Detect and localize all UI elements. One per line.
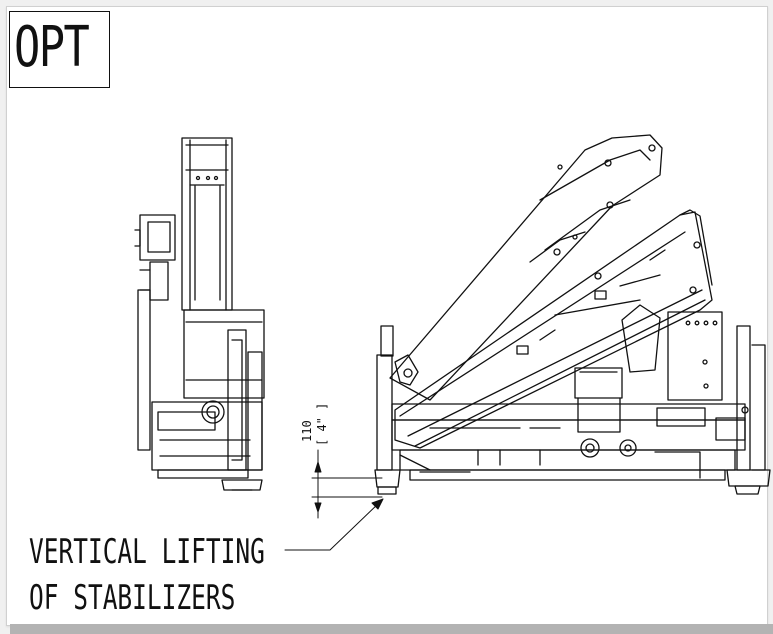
side-view	[374, 134, 771, 495]
drawing-sheet	[6, 6, 768, 626]
bottom-scrollbar[interactable]	[10, 624, 773, 634]
annotation-leader	[284, 498, 384, 551]
annotation-line-2: OF STABILIZERS	[29, 578, 236, 618]
dimension-110	[311, 449, 383, 519]
title-label: OPT	[14, 15, 90, 80]
dimension-metric: 110	[300, 420, 314, 442]
annotation-line-1: VERTICAL LIFTING	[29, 532, 265, 572]
dimension-imperial: [ 4" ]	[315, 402, 329, 446]
title-box: OPT	[9, 11, 110, 88]
end-view	[134, 137, 265, 491]
dimension-label: 110 [ 4" ]	[300, 403, 329, 446]
